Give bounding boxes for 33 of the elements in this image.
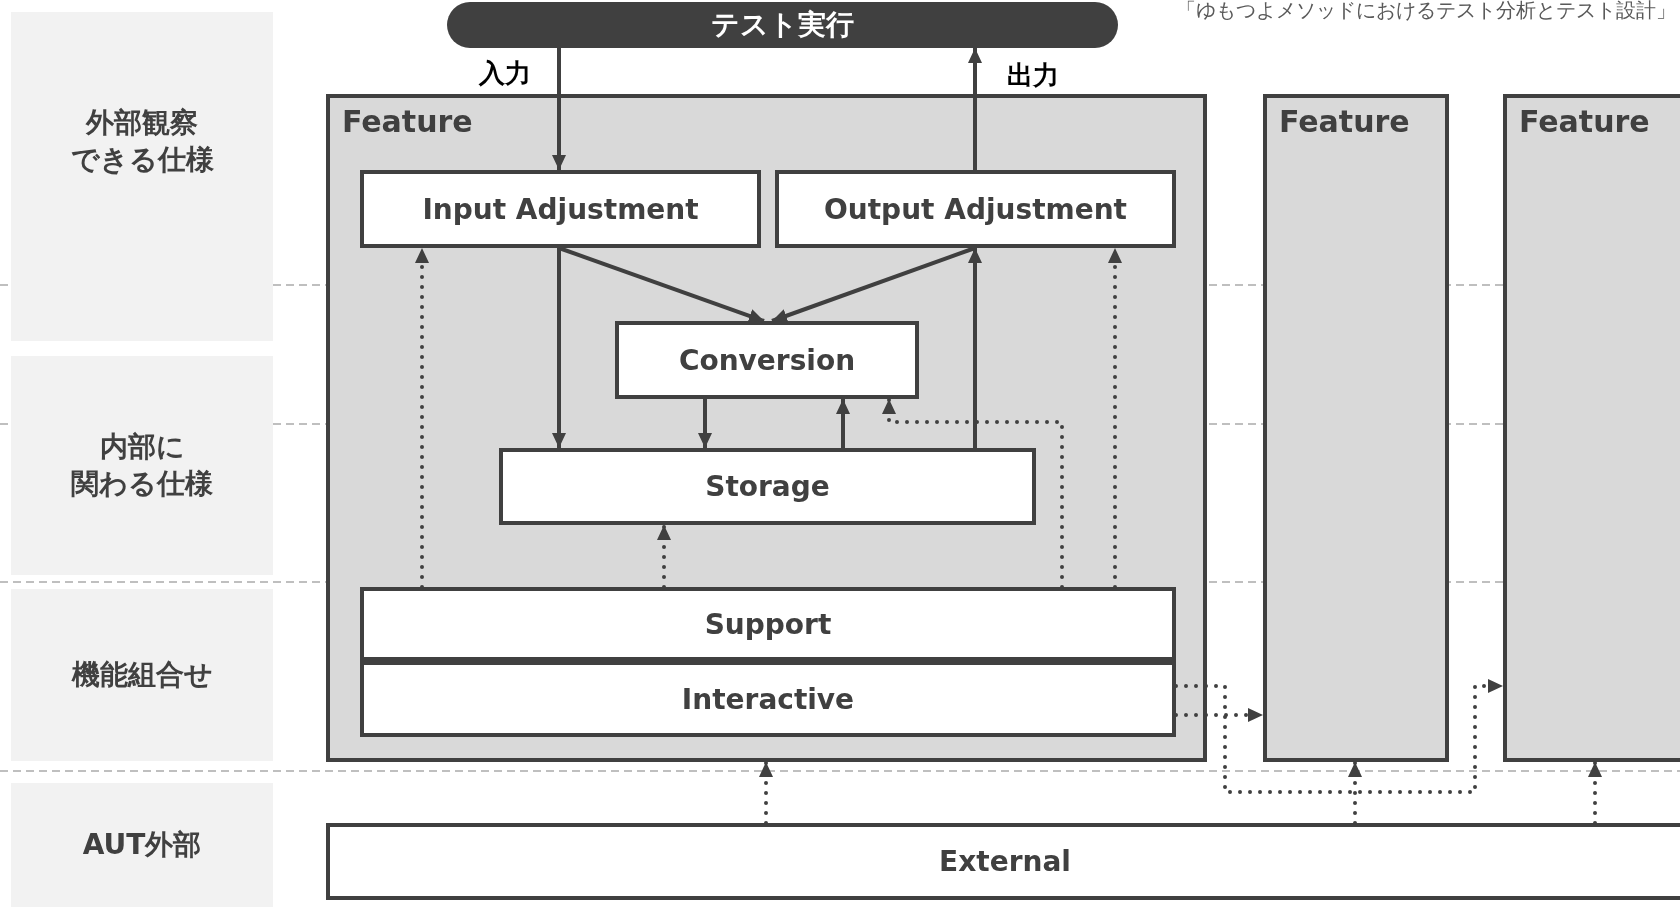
dotted-arrow — [1108, 246, 1122, 589]
component-box: External — [326, 823, 1680, 900]
dotted-arrow — [1174, 679, 1505, 794]
arrow — [552, 248, 566, 448]
dotted-arrow — [415, 246, 429, 589]
dotted-arrow — [1588, 760, 1602, 825]
row-header: 機能組合せ — [11, 589, 273, 761]
dotted-arrow — [1348, 760, 1362, 825]
arrow — [552, 48, 566, 170]
feature-box: Feature Input Adjustment Output Adjustment Conversion Storage Support Interactive — [326, 94, 1207, 762]
dotted-arrow — [882, 397, 1064, 589]
arrow — [836, 399, 850, 448]
component-box: Support — [360, 587, 1176, 661]
component-box: Conversion — [615, 321, 919, 399]
row-header: 外部観察できる仕様 — [11, 12, 273, 341]
feature-box: Feature — [1263, 94, 1449, 762]
source-caption: 「ゆもつよメソッドにおけるテスト分析とテスト設計」 — [1176, 0, 1676, 24]
arrow — [968, 48, 982, 170]
row-header: 内部に関わる仕様 — [11, 356, 273, 575]
dotted-arrow — [657, 523, 671, 589]
component-box: Input Adjustment — [360, 170, 761, 248]
arrow — [558, 246, 765, 323]
dotted-arrow — [1174, 708, 1265, 722]
process-pill: テスト実行 — [447, 2, 1118, 48]
arrow — [968, 248, 982, 448]
component-box: Output Adjustment — [775, 170, 1176, 248]
arrow — [698, 399, 712, 448]
feature-box: Feature — [1503, 94, 1680, 762]
row-header: AUT外部 — [11, 783, 273, 907]
component-box: Interactive — [360, 661, 1176, 737]
component-box: Storage — [499, 448, 1036, 525]
arrow — [771, 246, 976, 323]
dotted-arrow — [759, 760, 773, 825]
